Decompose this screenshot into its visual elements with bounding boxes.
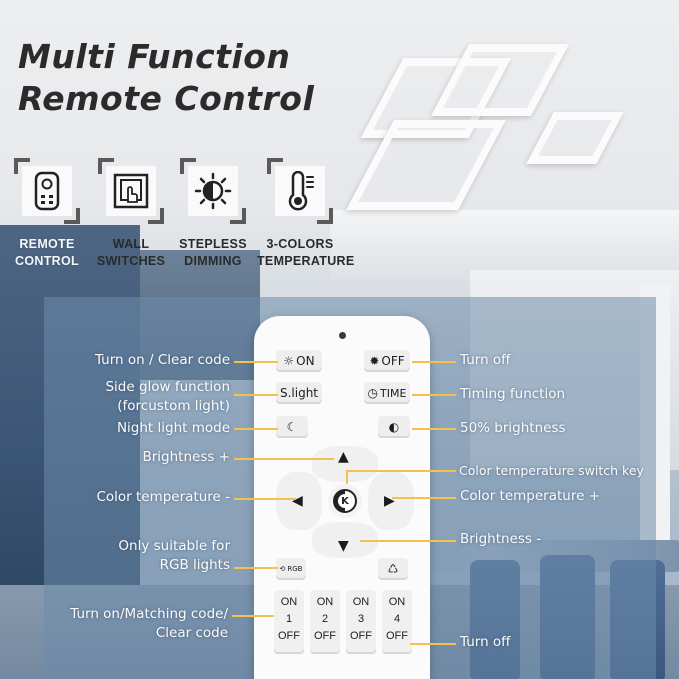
lamp-square-right <box>526 112 624 164</box>
callout-line <box>346 470 456 472</box>
feature-label: REMOTE CONTROL <box>15 237 79 268</box>
callout-line <box>232 615 274 617</box>
callout-color-temp-minus: Color temperature - <box>96 489 230 505</box>
direction-pad: ▲ ▼ ◀ ▶ K <box>276 446 414 558</box>
callout-rgb: Only suitable for RGB lights <box>118 538 230 573</box>
ceiling-molding <box>330 210 679 280</box>
arrow-right-icon: ▶ <box>384 493 395 509</box>
callout-switch-key: Color temperature switch key <box>459 463 644 478</box>
lamp-square-back <box>430 44 570 116</box>
callout-color-temp-plus: Color temperature + <box>460 488 600 504</box>
side-light-button[interactable]: S.light <box>276 382 322 404</box>
callout-line <box>234 498 296 500</box>
rgb-mode-button[interactable]: ♺ <box>378 558 408 580</box>
callout-line <box>392 497 456 499</box>
timer-button[interactable]: ◷TIME <box>364 382 410 404</box>
callout-line <box>234 361 278 363</box>
sun-filled-icon: ✹ <box>369 354 380 368</box>
feature-icon-frame <box>267 158 333 224</box>
zone-1-button[interactable]: ON 1 OFF <box>274 590 304 654</box>
callout-line <box>234 458 334 460</box>
callout-line <box>234 394 278 396</box>
callout-turn-off-zone: Turn off <box>460 634 511 650</box>
sun-icon: ☼ <box>283 354 295 368</box>
arrow-up-icon: ▲ <box>338 449 349 465</box>
callout-line <box>234 428 278 430</box>
moon-star-icon: ☾ <box>286 420 298 434</box>
ceiling-lamp <box>330 30 630 230</box>
thermometer-icon <box>275 166 325 216</box>
k-icon: K <box>333 489 357 513</box>
callout-line <box>412 428 456 430</box>
callout-line <box>234 567 278 569</box>
callout-brightness-up: Brightness + <box>142 449 230 465</box>
color-temp-down-button[interactable] <box>276 472 322 530</box>
callout-turn-on-clear: Turn on / Clear code <box>94 352 230 368</box>
feature-stepless-dimming: STEPLESS DIMMING <box>170 158 256 270</box>
remote-icon <box>22 166 72 216</box>
page-title: Multi Function Remote Control <box>18 36 314 120</box>
callout-night-light: Night light mode <box>116 420 230 436</box>
feature-color-temperature: 3-COLORS TEMPERATURE <box>257 158 355 270</box>
title-line-2: Remote Control <box>18 79 315 118</box>
callout-turn-off: Turn off <box>460 352 511 368</box>
off-button[interactable]: ✹OFF <box>364 350 410 372</box>
feature-label: 3-COLORS TEMPERATURE <box>257 237 355 268</box>
color-temp-up-button[interactable] <box>368 472 414 530</box>
callout-half-brightness: 50% brightness <box>460 420 566 436</box>
callout-timing: Timing function <box>460 386 566 402</box>
feature-label: WALL SWITCHES <box>96 237 166 268</box>
feature-label: STEPLESS DIMMING <box>179 237 247 268</box>
dimming-icon <box>188 166 238 216</box>
feature-icon-frame <box>14 158 80 224</box>
clock-icon: ◷ <box>367 386 379 400</box>
recycle-triangle-icon: ♺ <box>387 562 399 576</box>
on-button[interactable]: ☼ON <box>276 350 322 372</box>
callout-brightness-down: Brightness - <box>460 531 542 547</box>
feature-wall-switches: WALL SWITCHES <box>88 158 174 270</box>
callout-line <box>410 643 456 645</box>
ir-emitter <box>339 332 346 339</box>
arrow-left-icon: ◀ <box>292 493 303 509</box>
half-sun-icon: ◐ <box>388 420 400 434</box>
callout-line <box>360 540 456 542</box>
wall-switch-icon <box>106 166 156 216</box>
zone-4-button[interactable]: ON 4 OFF <box>382 590 412 654</box>
feature-remote-control: REMOTE CONTROL <box>4 158 90 270</box>
brightness-up-button[interactable] <box>312 446 378 482</box>
rgb-cycle-icon: ⟲ <box>279 565 286 573</box>
callout-line <box>346 470 348 484</box>
callout-matching-code: Turn on/Matching code/ Clear code <box>70 606 228 641</box>
callout-line <box>412 361 456 363</box>
night-light-button[interactable]: ☾ <box>276 416 308 438</box>
feature-icon-frame <box>180 158 246 224</box>
callout-side-glow: Side glow function (forcustom light) <box>105 379 230 414</box>
callout-line <box>412 394 456 396</box>
zone-2-button[interactable]: ON 2 OFF <box>310 590 340 654</box>
zone-3-button[interactable]: ON 3 OFF <box>346 590 376 654</box>
color-temp-switch-button[interactable]: K <box>328 484 362 518</box>
arrow-down-icon: ▼ <box>338 538 349 554</box>
title-line-1: Multi Function <box>18 37 291 76</box>
half-brightness-button[interactable]: ◐ <box>378 416 410 438</box>
rgb-button[interactable]: ⟲RGB <box>276 558 306 580</box>
feature-icon-frame <box>98 158 164 224</box>
